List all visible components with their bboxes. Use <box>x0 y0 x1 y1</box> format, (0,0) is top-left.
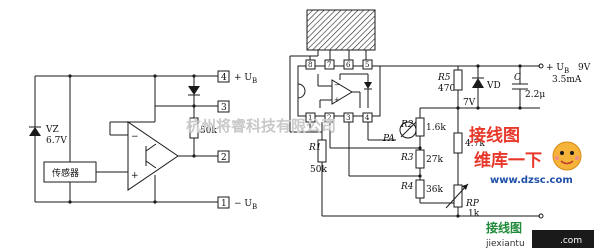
r-4-7k-label: 4.7k <box>465 139 485 149</box>
hatched-sensor-element <box>306 9 376 51</box>
r1-name-label: R1 <box>308 143 322 153</box>
right-supply-current: 3.5mA <box>552 75 582 85</box>
brand-site-watermark: www.dzsc.com <box>490 175 573 186</box>
r4-value-label: 36k <box>426 185 443 195</box>
footer-logo-box <box>532 230 594 248</box>
terminal-3 <box>217 100 230 113</box>
zener-vz: VZ 6.7V <box>29 125 67 146</box>
svg-text:2: 2 <box>327 114 331 122</box>
opamp-plus-label: + <box>131 171 139 181</box>
r3-value-label: 27k <box>426 155 443 165</box>
watermarks: 杭州将睿科技有限公司 接线图 维库一下 www.dzsc.com 接线图 jie… <box>186 117 594 249</box>
zener-vd <box>472 78 484 88</box>
c-name-label: C <box>514 73 521 83</box>
r2-value-label: 1.6k <box>426 123 446 133</box>
zener-name-label: VZ <box>45 125 59 135</box>
svg-text:7: 7 <box>327 61 331 69</box>
svg-text:8: 8 <box>308 61 312 69</box>
ic-bottom-pins: 1 2 3 4 <box>305 112 373 123</box>
r1-value-label: 50k <box>310 165 327 175</box>
resistor-r5 <box>453 69 463 91</box>
terminal-4-label: 4 <box>221 73 227 83</box>
brand-main-watermark: 维库一下 <box>474 150 542 171</box>
meter-label: PA <box>382 134 395 144</box>
node-voltage-label: 7V <box>463 98 476 108</box>
terminal-2-label: 2 <box>221 153 227 163</box>
ic-internal-diode <box>364 82 372 89</box>
left-opamp: − + <box>127 121 179 191</box>
svg-text:−: − <box>334 81 340 89</box>
r3-name-label: R3 <box>400 153 414 163</box>
resistor-r3 <box>415 149 425 169</box>
right-supply-value: 9V <box>578 63 591 73</box>
svg-text:4: 4 <box>365 114 370 122</box>
svg-text:+: + <box>334 96 340 104</box>
r5-value-label: 470 <box>438 84 455 94</box>
footer-cn-watermark: 接线图 <box>486 220 522 235</box>
terminal-3-label: 3 <box>221 103 227 113</box>
sensor-label: 传感器 <box>52 167 79 179</box>
footer-url-watermark: jiexiantu <box>485 239 525 249</box>
center-watermark: 杭州将睿科技有限公司 <box>186 117 336 135</box>
terminal-1-label: 1 <box>221 199 227 209</box>
svg-text:3: 3 <box>346 114 350 122</box>
r4-name-label: R4 <box>400 182 414 192</box>
zener-value-label: 6.7V <box>46 136 67 146</box>
left-circuit: VZ 6.7V 传感器 − + <box>29 70 257 211</box>
supply-plus-label: + UB <box>234 73 257 85</box>
rp-name-label: RP <box>465 199 480 209</box>
resistor-4-7k <box>453 132 463 154</box>
terminal-4 <box>217 70 230 83</box>
terminal-1 <box>217 196 230 209</box>
supply-minus-label: − UB <box>234 199 257 211</box>
svg-text:5: 5 <box>365 61 369 69</box>
resistor-r4 <box>415 179 425 199</box>
right-supply-label: + UB <box>546 63 569 75</box>
ic-notch <box>297 83 306 99</box>
resistor-r2 <box>415 117 425 137</box>
brand-top-watermark: 接线图 <box>469 125 520 146</box>
svg-text:1: 1 <box>308 114 312 122</box>
diode-3 <box>188 86 200 95</box>
right-circuit: 8 7 6 5 1 2 3 4 − + <box>289 9 591 219</box>
potentiometer-rp <box>453 184 463 208</box>
svg-text:6: 6 <box>346 61 351 69</box>
r5-name-label: R5 <box>437 73 451 83</box>
r2-name-label: R2 <box>400 120 414 130</box>
mascot-icon <box>552 141 582 171</box>
opamp-minus-label: − <box>131 132 139 142</box>
vd-label: VD <box>486 81 501 91</box>
footer-site-watermark: .com <box>560 236 582 246</box>
terminal-2 <box>217 150 230 163</box>
resistor-50k-label: 50k <box>200 126 217 136</box>
c-value-label: 2.2μ <box>525 90 545 100</box>
ic-internal-opamp <box>331 79 353 105</box>
rp-value-label: 1k <box>468 209 480 219</box>
